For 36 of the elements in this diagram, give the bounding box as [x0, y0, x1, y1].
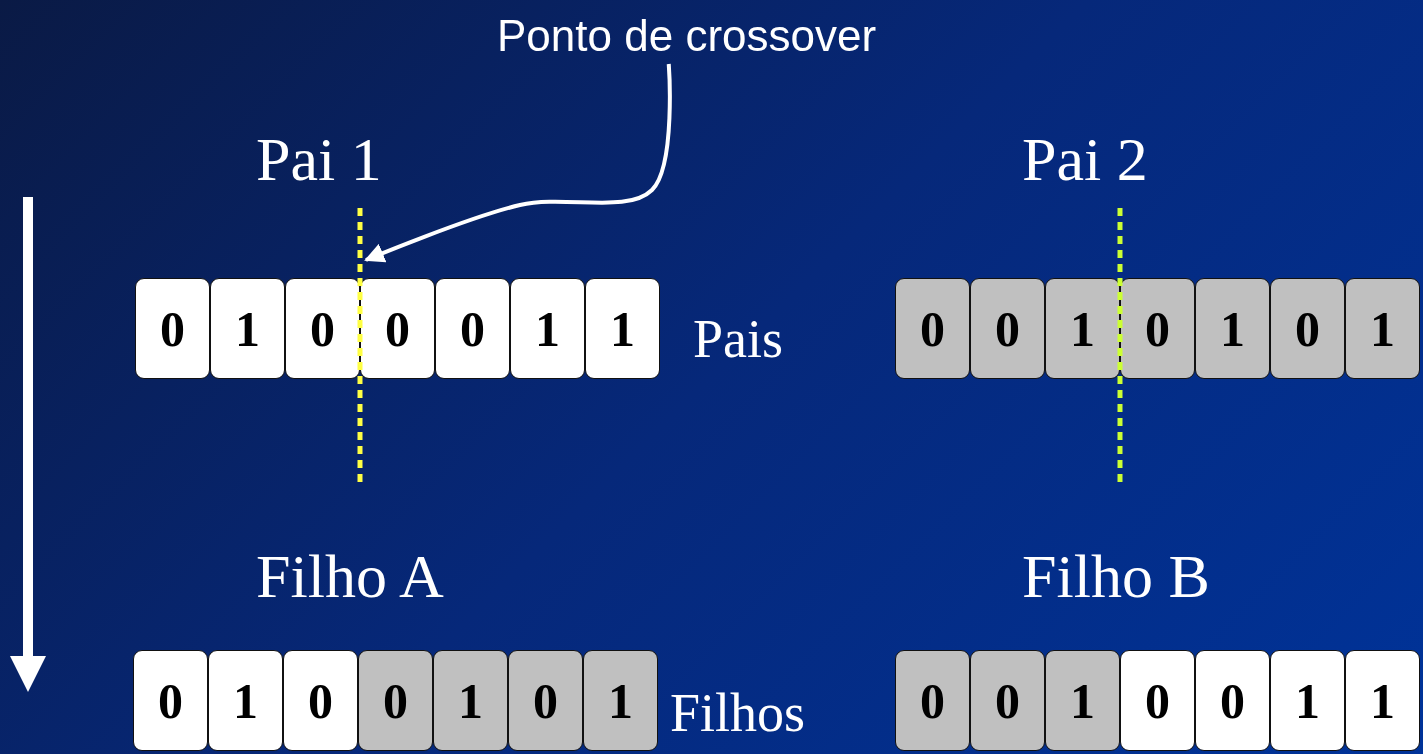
row-label: Pais — [693, 312, 784, 366]
callout-text: Ponto de crossover — [497, 14, 877, 58]
bit-cell: 1 — [1345, 650, 1420, 751]
title-label: Pai 2 — [1022, 128, 1148, 190]
row-label: Filhos — [670, 686, 806, 740]
bit-cell: 0 — [285, 278, 360, 379]
bit-cell: 0 — [358, 650, 433, 751]
bit-cell: 0 — [1270, 278, 1345, 379]
title-label: Pai 1 — [256, 128, 382, 190]
bit-cell: 0 — [283, 650, 358, 751]
bit-cell: 1 — [210, 278, 285, 379]
bit-cell: 1 — [510, 278, 585, 379]
bit-cell: 0 — [895, 278, 970, 379]
bit-cell: 0 — [435, 278, 510, 379]
title-label: Filho A — [256, 545, 444, 607]
bit-cell: 1 — [208, 650, 283, 751]
bit-cell: 0 — [1120, 650, 1195, 751]
bit-cell: 1 — [1045, 278, 1120, 379]
bit-cell: 1 — [1045, 650, 1120, 751]
bit-cell: 0 — [135, 278, 210, 379]
bit-cell: 0 — [360, 278, 435, 379]
bit-cell: 1 — [585, 278, 660, 379]
bit-cell: 1 — [583, 650, 658, 751]
bit-cell: 0 — [1120, 278, 1195, 379]
bit-cell: 0 — [895, 650, 970, 751]
leader-arrow — [364, 63, 672, 263]
bit-cell: 0 — [970, 650, 1045, 751]
title-label: Filho B — [1022, 545, 1210, 607]
bit-cell: 0 — [970, 278, 1045, 379]
bit-cell: 0 — [508, 650, 583, 751]
bit-cell: 0 — [133, 650, 208, 751]
bit-cell: 1 — [1345, 278, 1420, 379]
bit-cell: 1 — [1195, 278, 1270, 379]
bit-cell: 1 — [1270, 650, 1345, 751]
bit-cell: 1 — [433, 650, 508, 751]
bit-cell: 0 — [1195, 650, 1270, 751]
